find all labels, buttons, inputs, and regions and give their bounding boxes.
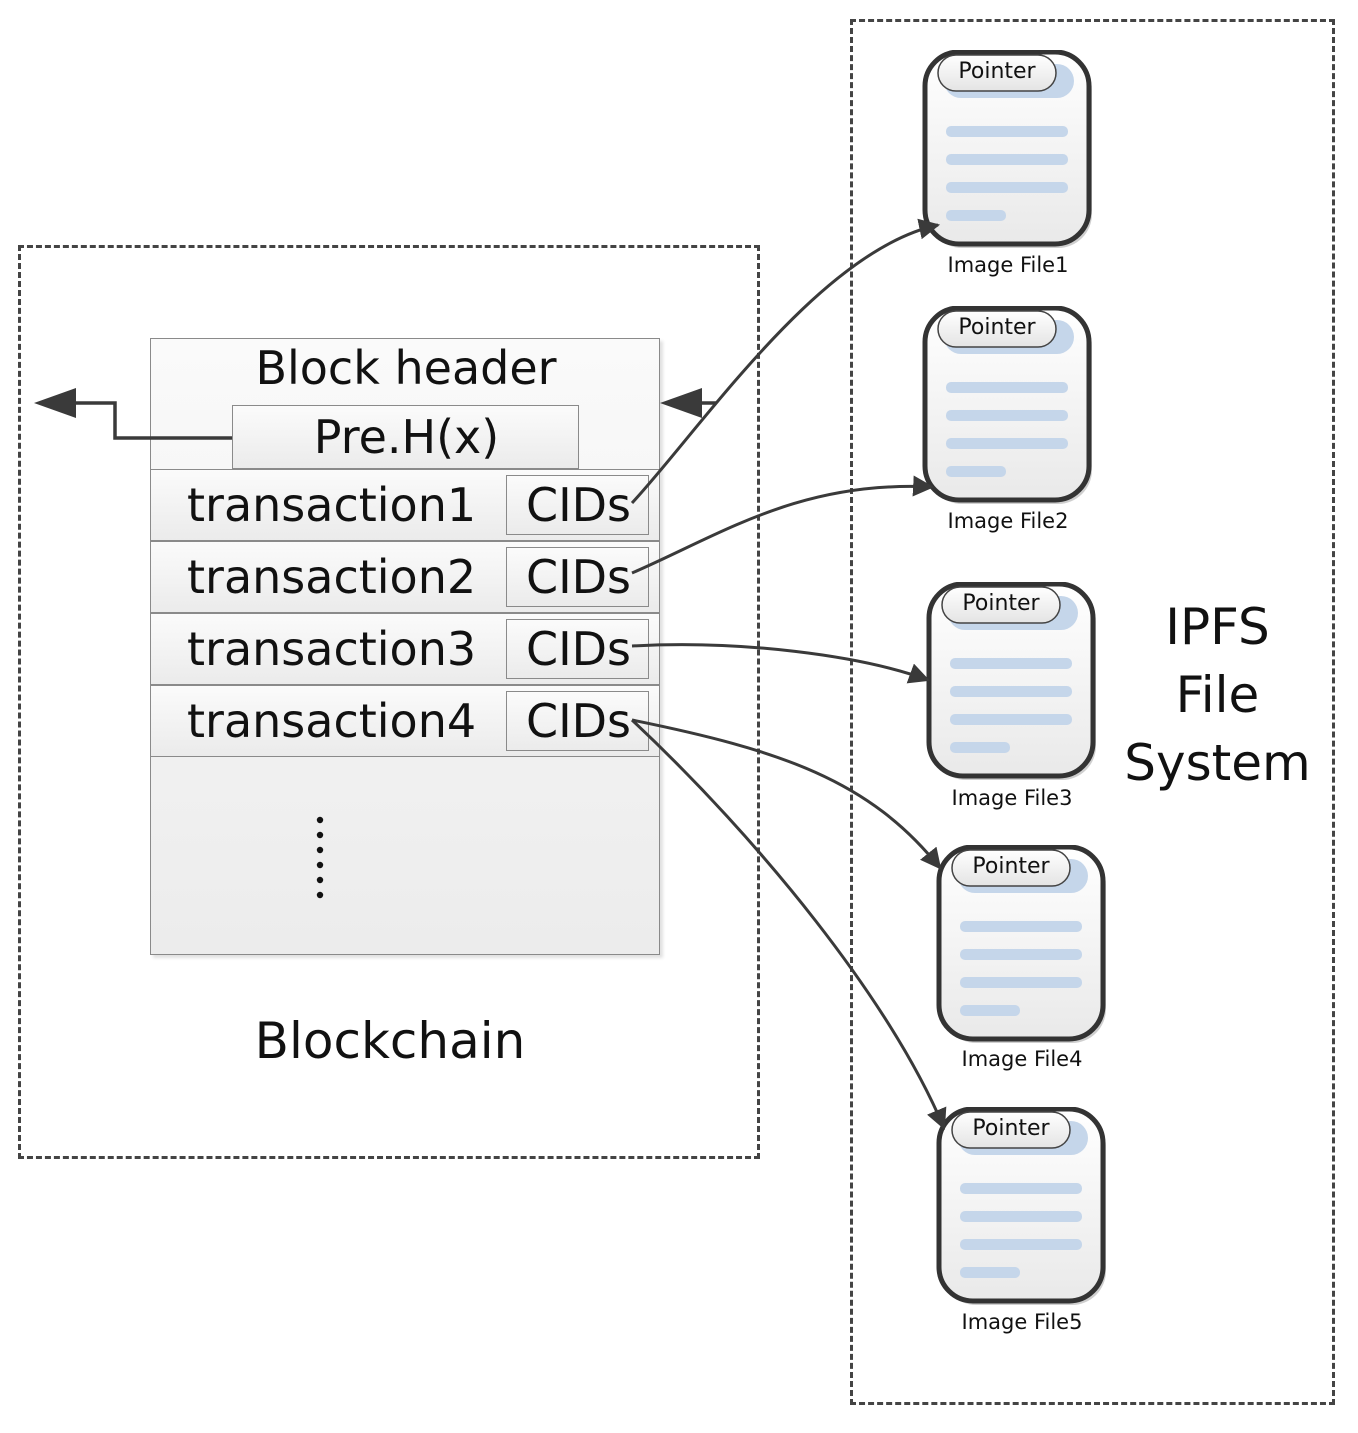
cid-link-arrow-3	[631, 643, 930, 684]
cid-cell: CIDs	[506, 619, 649, 679]
ipfs-title-line2: File	[1175, 666, 1260, 724]
document-icon	[936, 1106, 1106, 1305]
image-file-2: Pointer	[922, 305, 1092, 506]
blockchain-title: Blockchain	[254, 1012, 526, 1070]
image-file-label: Image File5	[961, 1310, 1083, 1334]
cid-label: CIDs	[525, 622, 632, 676]
transaction-row-1: transaction1 CIDs	[150, 469, 660, 541]
image-file-3: Pointer	[926, 581, 1096, 782]
cid-link-arrow-2	[631, 475, 935, 575]
document-icon	[926, 581, 1096, 780]
cid-cell: CIDs	[506, 691, 649, 751]
pointer-tab-label: Pointer	[958, 59, 1036, 84]
prev-hash-link-arrow	[34, 388, 232, 440]
transaction-label: transaction4	[187, 694, 477, 748]
block-header-label: Block header	[255, 341, 557, 395]
blockchain-container	[18, 245, 760, 1159]
pointer-tab-label: Pointer	[962, 591, 1040, 616]
transaction-label: transaction2	[187, 550, 477, 604]
prev-hash-label: Pre.H(x)	[313, 410, 500, 464]
cid-link-arrow-4b	[630, 718, 947, 1130]
image-file-4: Pointer	[936, 844, 1106, 1045]
transaction-label: transaction3	[187, 622, 477, 676]
transaction-row-3: transaction3 CIDs	[150, 613, 660, 685]
cid-cell: CIDs	[506, 547, 649, 607]
document-icon	[922, 305, 1092, 504]
image-file-label: Image File3	[951, 786, 1073, 810]
document-icon	[922, 49, 1092, 248]
ellipsis-icon	[316, 816, 324, 899]
ipfs-container	[850, 19, 1335, 1405]
incoming-block-arrow	[660, 388, 716, 418]
cid-cell: CIDs	[506, 475, 649, 535]
prev-hash-cell: Pre.H(x)	[232, 405, 579, 469]
cid-label: CIDs	[525, 550, 632, 604]
transaction-row-4: transaction4 CIDs	[150, 685, 660, 757]
cid-label: CIDs	[525, 478, 632, 532]
pointer-tab-label: Pointer	[958, 315, 1036, 340]
image-file-5: Pointer	[936, 1106, 1106, 1307]
image-file-label: Image File1	[947, 253, 1069, 277]
cid-link-arrow-1	[630, 218, 941, 505]
image-file-label: Image File2	[947, 509, 1069, 533]
image-file-label: Image File4	[961, 1047, 1083, 1071]
ipfs-title-line1: IPFS	[1165, 598, 1270, 656]
document-icon	[936, 844, 1106, 1043]
transaction-row-2: transaction2 CIDs	[150, 541, 660, 613]
transaction-label: transaction1	[187, 478, 477, 532]
pointer-tab-label: Pointer	[972, 854, 1050, 879]
pointer-tab-label: Pointer	[972, 1116, 1050, 1141]
image-file-1: Pointer	[922, 49, 1092, 250]
ipfs-title-line3: System	[1124, 734, 1311, 792]
cid-link-arrow-4a	[631, 718, 942, 870]
cid-label: CIDs	[525, 694, 632, 748]
block: Block header Pre.H(x) transaction1 CIDs …	[150, 338, 660, 955]
